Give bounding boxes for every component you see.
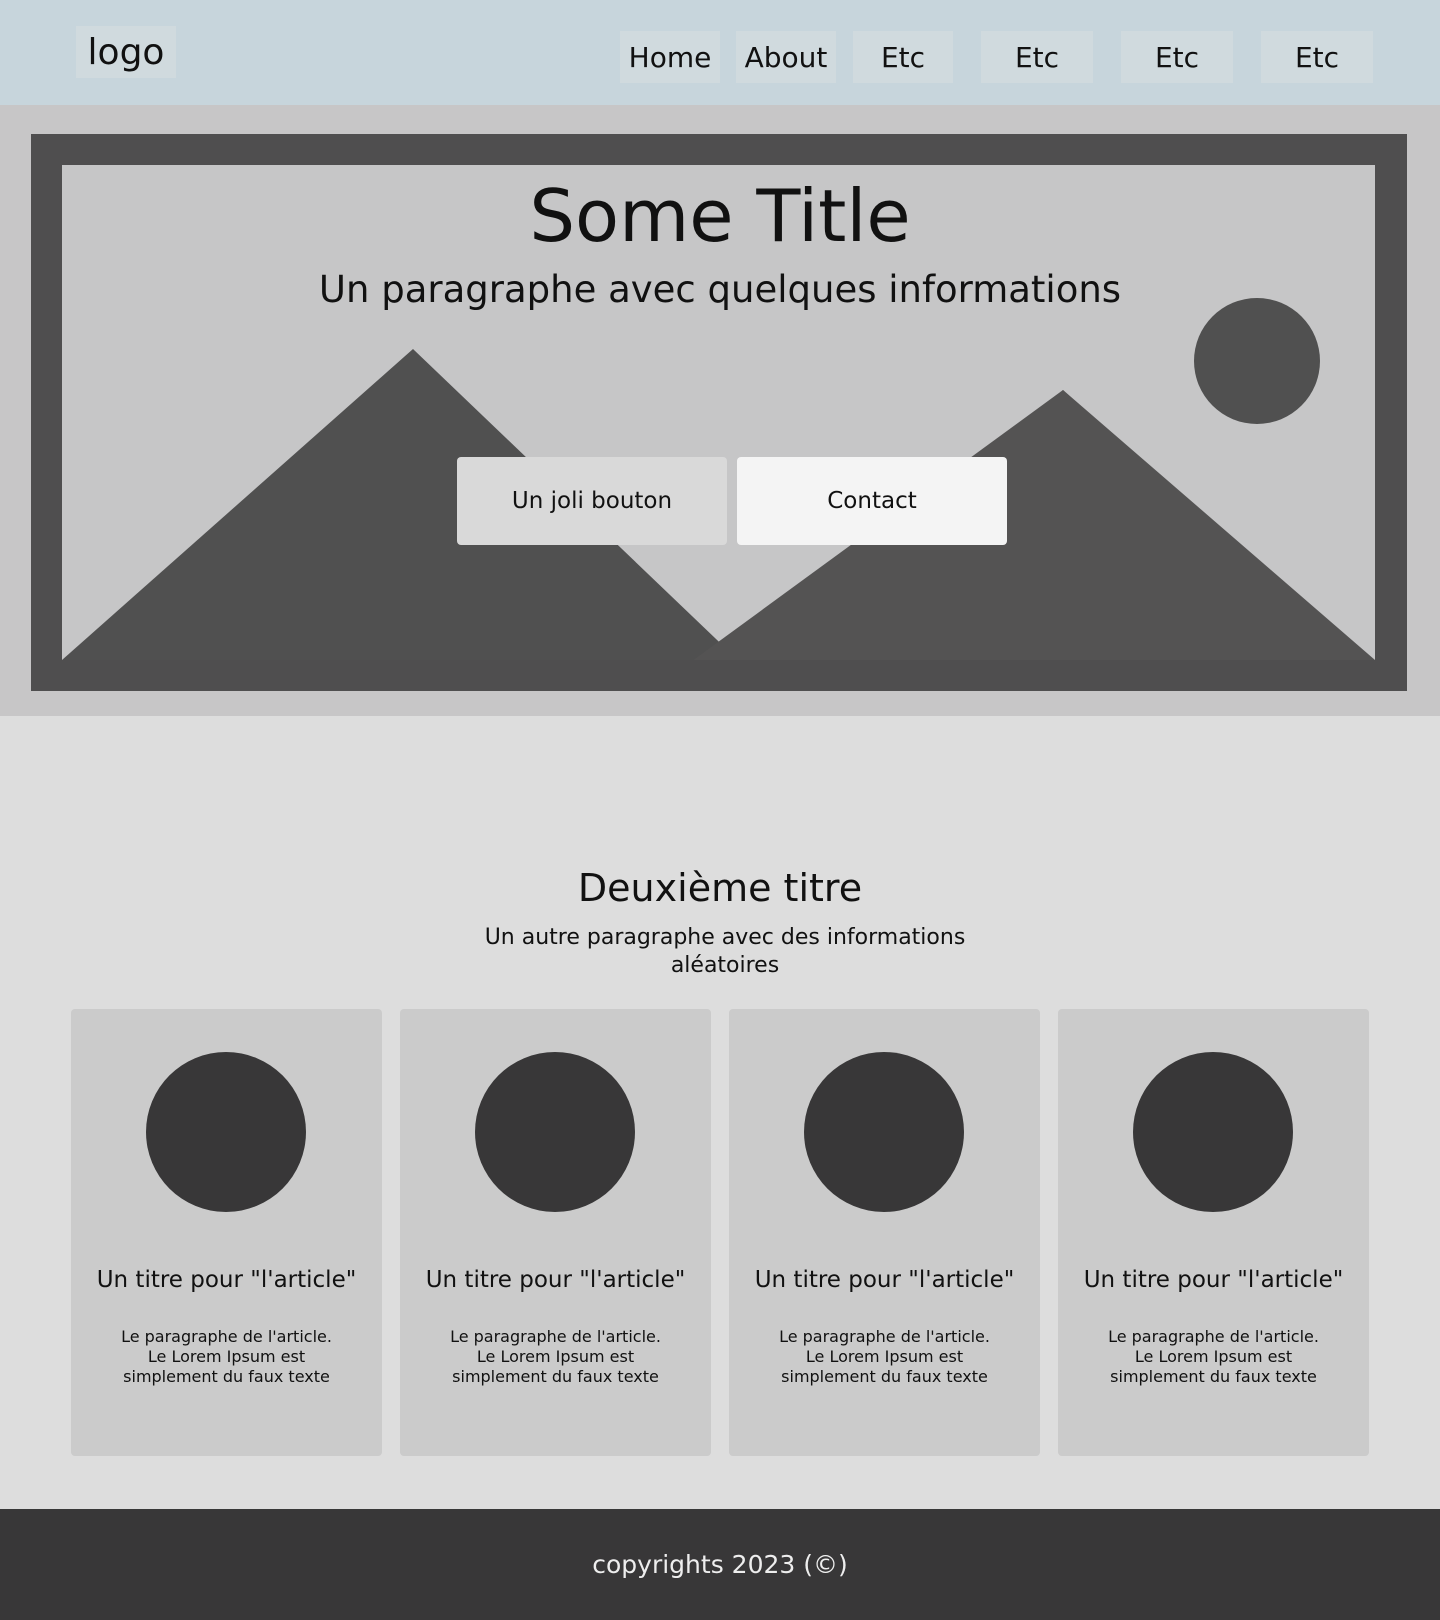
article-text: Le paragraphe de l'article. Le Lorem Ips… xyxy=(450,1327,661,1386)
article-image-icon xyxy=(1133,1052,1293,1212)
nav-item-etc-2[interactable]: Etc xyxy=(981,31,1093,83)
article-card[interactable]: Un titre pour "l'article" Le paragraphe … xyxy=(1058,1009,1369,1456)
article-image-icon xyxy=(146,1052,306,1212)
article-image-icon xyxy=(475,1052,635,1212)
article-card[interactable]: Un titre pour "l'article" Le paragraphe … xyxy=(729,1009,1040,1456)
article-text: Le paragraphe de l'article. Le Lorem Ips… xyxy=(121,1327,332,1386)
article-card[interactable]: Un titre pour "l'article" Le paragraphe … xyxy=(71,1009,382,1456)
hero-subtitle: Un paragraphe avec quelques informations xyxy=(318,268,1122,311)
nav-item-etc-4[interactable]: Etc xyxy=(1261,31,1373,83)
article-title: Un titre pour "l'article" xyxy=(425,1267,686,1293)
section-paragraph: Un autre paragraphe avec des information… xyxy=(484,925,966,978)
article-image-icon xyxy=(804,1052,964,1212)
section-title: Deuxième titre xyxy=(577,866,863,910)
article-text: Le paragraphe de l'article. Le Lorem Ips… xyxy=(779,1327,990,1386)
article-text: Le paragraphe de l'article. Le Lorem Ips… xyxy=(1108,1327,1319,1386)
contact-button[interactable]: Contact xyxy=(737,457,1007,545)
site-header: logo Home About Etc Etc Etc Etc xyxy=(0,0,1440,105)
nav-item-etc-3[interactable]: Etc xyxy=(1121,31,1233,83)
copyright-text: copyrights 2023 (©) xyxy=(592,1550,848,1579)
hero-image-inner xyxy=(62,165,1375,660)
nav-item-etc-1[interactable]: Etc xyxy=(853,31,953,83)
site-footer: copyrights 2023 (©) xyxy=(0,1509,1440,1620)
nav-item-about[interactable]: About xyxy=(736,31,836,83)
hero-title: Some Title xyxy=(529,174,911,258)
article-title: Un titre pour "l'article" xyxy=(96,1267,357,1293)
article-title: Un titre pour "l'article" xyxy=(754,1267,1015,1293)
nav-item-home[interactable]: Home xyxy=(620,31,720,83)
logo[interactable]: logo xyxy=(76,26,176,78)
mountain-image-icon xyxy=(62,298,1375,660)
hero-section xyxy=(0,105,1440,716)
article-title: Un titre pour "l'article" xyxy=(1083,1267,1344,1293)
primary-button[interactable]: Un joli bouton xyxy=(457,457,727,545)
hero-image-placeholder xyxy=(31,134,1407,691)
article-card[interactable]: Un titre pour "l'article" Le paragraphe … xyxy=(400,1009,711,1456)
